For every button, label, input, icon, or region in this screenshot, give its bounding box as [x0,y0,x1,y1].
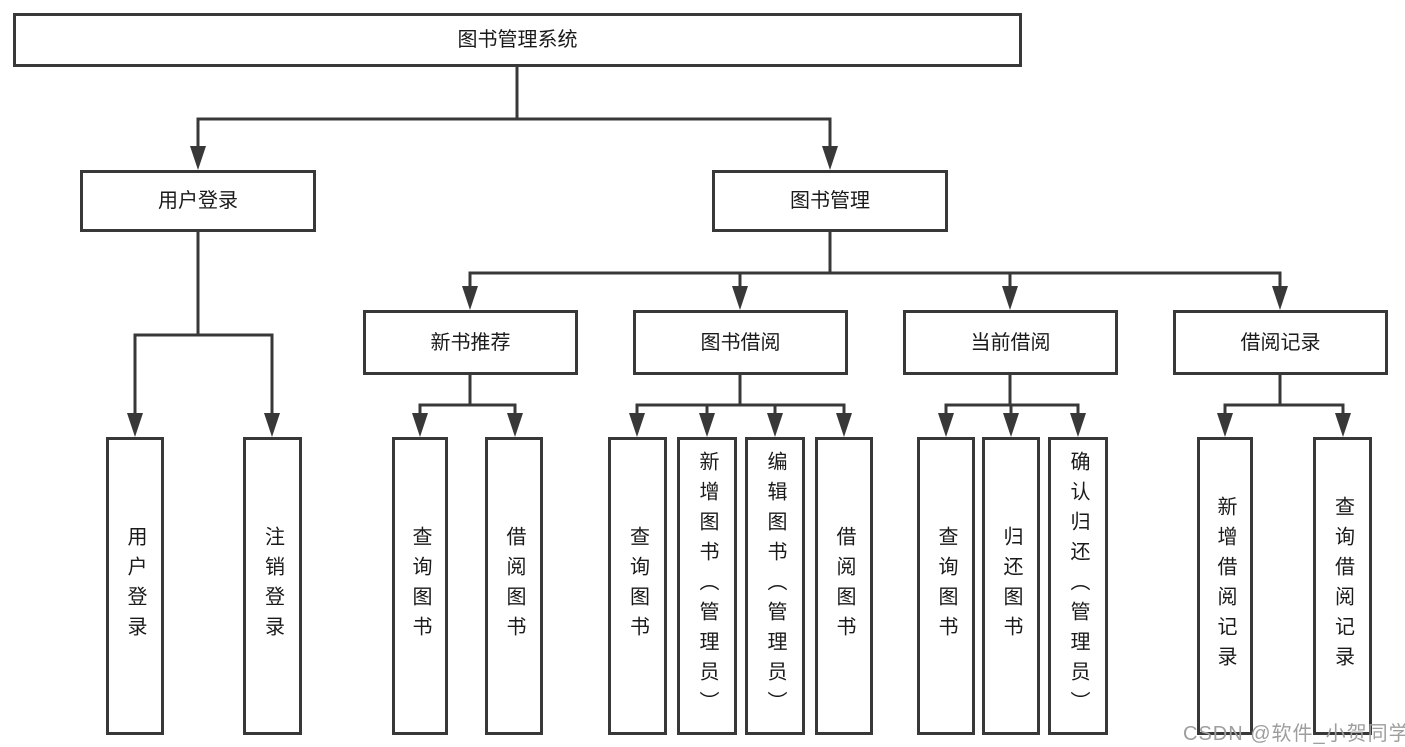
node-book-management: 图书管理 [712,170,948,232]
leaf-query-books-1: 查询图书 [392,437,448,735]
node-new-book-recommend: 新书推荐 [363,310,578,375]
node-book-borrow: 图书借阅 [633,310,848,375]
node-current-borrow: 当前借阅 [903,310,1118,375]
leaf-query-books-2: 查询图书 [608,437,667,735]
leaf-query-books-3: 查询图书 [917,437,975,735]
leaf-confirm-return-admin: 确认归还（管理员） [1048,437,1108,735]
connector-line-group [133,65,1345,433]
leaf-return-book: 归还图书 [982,437,1040,735]
arrowhead-group [127,146,1351,437]
leaf-add-borrow-record: 新增借阅记录 [1197,437,1253,735]
leaf-borrow-books-1: 借阅图书 [485,437,543,735]
csdn-watermark: CSDN @软件_小贺同学 [1183,723,1405,745]
leaf-add-book-admin: 新增图书（管理员） [677,437,737,735]
leaf-user-login: 用户登录 [106,437,164,735]
node-borrow-records: 借阅记录 [1173,310,1388,375]
leaf-borrow-books-2: 借阅图书 [815,437,873,735]
node-user-login: 用户登录 [80,170,316,232]
node-system-root: 图书管理系统 [13,13,1022,67]
leaf-query-borrow-record: 查询借阅记录 [1313,437,1372,735]
leaf-edit-book-admin: 编辑图书（管理员） [745,437,805,735]
leaf-logout: 注销登录 [243,437,302,735]
